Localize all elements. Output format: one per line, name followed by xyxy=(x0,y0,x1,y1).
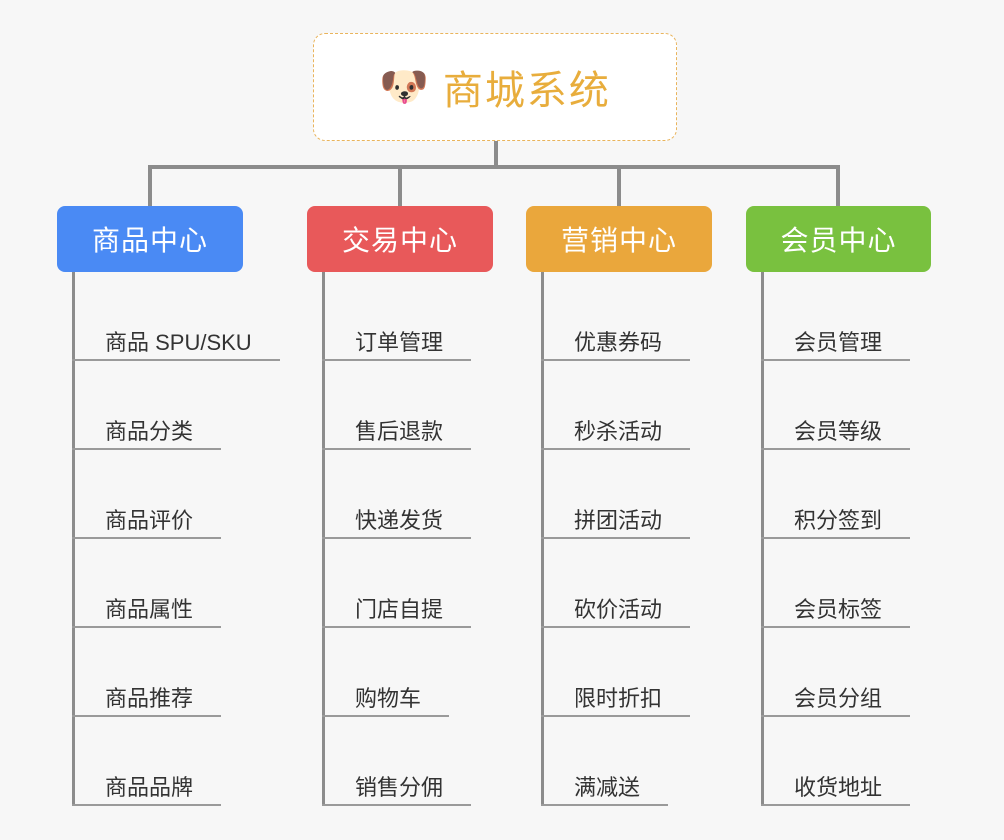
leaf-label: 限时折扣 xyxy=(574,685,663,711)
branch-header-3[interactable]: 营销中心 xyxy=(526,206,712,272)
leaf-underline xyxy=(541,715,691,717)
list-item[interactable]: 会员管理 xyxy=(761,272,976,361)
list-item[interactable]: 订单管理 xyxy=(322,272,537,361)
root-title: 商城系统 xyxy=(442,69,611,113)
leaf-underline xyxy=(761,715,911,717)
leaf-underline xyxy=(322,359,472,361)
branch-spine-3 xyxy=(541,272,544,806)
leaf-underline xyxy=(761,359,911,361)
leaf-underline xyxy=(72,715,222,717)
leaf-label: 收货地址 xyxy=(794,774,883,800)
leaf-label: 砍价活动 xyxy=(574,596,663,622)
connector-drop-3 xyxy=(617,165,621,207)
connector-horizontal-bus xyxy=(148,165,838,169)
branch-header-1[interactable]: 商品中心 xyxy=(57,206,243,272)
leaf-underline xyxy=(72,359,280,361)
leaf-underline xyxy=(322,537,472,539)
connector-drop-1 xyxy=(148,165,152,207)
branch-spine-1 xyxy=(72,272,75,806)
list-item[interactable]: 商品品牌 xyxy=(72,717,287,806)
leaf-label: 秒杀活动 xyxy=(574,418,663,444)
list-item[interactable]: 商品分类 xyxy=(72,361,287,450)
leaf-underline xyxy=(541,359,691,361)
connector-drop-4 xyxy=(836,165,840,207)
branch-header-4[interactable]: 会员中心 xyxy=(746,206,931,272)
branch-leaves-4: 会员管理 会员等级 积分签到 会员标签 会员分组 收货地址 xyxy=(761,272,976,806)
list-item[interactable]: 秒杀活动 xyxy=(541,361,756,450)
leaf-label: 积分签到 xyxy=(794,507,883,533)
list-item[interactable]: 限时折扣 xyxy=(541,628,756,717)
list-item[interactable]: 商品属性 xyxy=(72,539,287,628)
branch-column-2: 交易中心 订单管理 售后退款 快递发货 门店自提 购物车 销售分佣 xyxy=(307,206,537,806)
branch-header-2[interactable]: 交易中心 xyxy=(307,206,493,272)
root-node[interactable]: 🐶 商城系统 xyxy=(313,33,677,141)
leaf-underline xyxy=(72,626,222,628)
connector-drop-2 xyxy=(398,165,402,207)
leaf-label: 会员分组 xyxy=(794,685,883,711)
list-item[interactable]: 拼团活动 xyxy=(541,450,756,539)
leaf-underline xyxy=(541,537,691,539)
leaf-label: 优惠券码 xyxy=(574,329,663,355)
list-item[interactable]: 满减送 xyxy=(541,717,756,806)
leaf-underline xyxy=(761,448,911,450)
leaf-label: 购物车 xyxy=(355,685,422,711)
leaf-underline xyxy=(72,804,222,806)
leaf-label: 会员标签 xyxy=(794,596,883,622)
list-item[interactable]: 砍价活动 xyxy=(541,539,756,628)
list-item[interactable]: 积分签到 xyxy=(761,450,976,539)
leaf-underline xyxy=(541,626,691,628)
branch-leaves-1: 商品 SPU/SKU 商品分类 商品评价 商品属性 商品推荐 商品品牌 xyxy=(72,272,287,806)
branch-leaves-3: 优惠券码 秒杀活动 拼团活动 砍价活动 限时折扣 满减送 xyxy=(541,272,756,806)
leaf-label: 订单管理 xyxy=(355,329,444,355)
leaf-underline xyxy=(72,537,222,539)
list-item[interactable]: 快递发货 xyxy=(322,450,537,539)
leaf-label: 商品 SPU/SKU xyxy=(105,329,252,355)
list-item[interactable]: 销售分佣 xyxy=(322,717,537,806)
leaf-underline xyxy=(761,626,911,628)
shiba-dog-face-icon: 🐶 xyxy=(379,65,429,109)
leaf-label: 商品品牌 xyxy=(105,774,194,800)
leaf-label: 门店自提 xyxy=(355,596,444,622)
leaf-underline xyxy=(761,537,911,539)
leaf-label: 快递发货 xyxy=(355,507,444,533)
leaf-underline xyxy=(72,448,222,450)
leaf-underline xyxy=(322,626,472,628)
list-item[interactable]: 会员等级 xyxy=(761,361,976,450)
leaf-label: 售后退款 xyxy=(355,418,444,444)
connector-root-stem xyxy=(494,141,498,168)
leaf-underline xyxy=(761,804,911,806)
branch-leaves-2: 订单管理 售后退款 快递发货 门店自提 购物车 销售分佣 xyxy=(322,272,537,806)
leaf-underline xyxy=(541,804,669,806)
leaf-label: 销售分佣 xyxy=(355,774,444,800)
leaf-label: 满减送 xyxy=(574,774,641,800)
leaf-label: 商品属性 xyxy=(105,596,194,622)
leaf-underline xyxy=(322,448,472,450)
list-item[interactable]: 购物车 xyxy=(322,628,537,717)
branch-spine-4 xyxy=(761,272,764,806)
list-item[interactable]: 商品 SPU/SKU xyxy=(72,272,287,361)
leaf-label: 商品评价 xyxy=(105,507,194,533)
list-item[interactable]: 收货地址 xyxy=(761,717,976,806)
leaf-underline xyxy=(322,804,472,806)
leaf-label: 商品推荐 xyxy=(105,685,194,711)
list-item[interactable]: 优惠券码 xyxy=(541,272,756,361)
leaf-label: 会员等级 xyxy=(794,418,883,444)
list-item[interactable]: 售后退款 xyxy=(322,361,537,450)
list-item[interactable]: 门店自提 xyxy=(322,539,537,628)
branch-column-1: 商品中心 商品 SPU/SKU 商品分类 商品评价 商品属性 商品推荐 商品品牌 xyxy=(57,206,287,806)
branch-spine-2 xyxy=(322,272,325,806)
leaf-label: 商品分类 xyxy=(105,418,194,444)
branch-column-3: 营销中心 优惠券码 秒杀活动 拼团活动 砍价活动 限时折扣 满减送 xyxy=(526,206,756,806)
list-item[interactable]: 商品评价 xyxy=(72,450,287,539)
leaf-underline xyxy=(322,715,450,717)
branch-column-4: 会员中心 会员管理 会员等级 积分签到 会员标签 会员分组 收货地址 xyxy=(746,206,976,806)
leaf-label: 拼团活动 xyxy=(574,507,663,533)
list-item[interactable]: 会员标签 xyxy=(761,539,976,628)
list-item[interactable]: 会员分组 xyxy=(761,628,976,717)
list-item[interactable]: 商品推荐 xyxy=(72,628,287,717)
leaf-underline xyxy=(541,448,691,450)
leaf-label: 会员管理 xyxy=(794,329,883,355)
